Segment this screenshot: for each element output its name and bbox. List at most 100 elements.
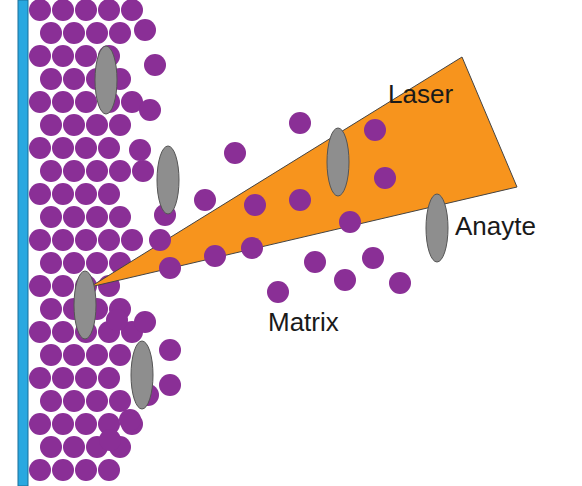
matrix-dot: [86, 252, 108, 274]
matrix-dot: [86, 22, 108, 44]
matrix-dot: [121, 0, 143, 21]
matrix-dot: [241, 237, 263, 259]
matrix-dot: [29, 321, 51, 343]
matrix-dot: [63, 390, 85, 412]
matrix-dot: [109, 160, 131, 182]
matrix-dot: [109, 22, 131, 44]
matrix-dot: [144, 54, 166, 76]
matrix-dot: [109, 206, 131, 228]
matrix-dot: [98, 459, 120, 481]
matrix-molecules: [29, 0, 154, 481]
desorbed-matrix: [99, 19, 411, 451]
analyte-molecule: [95, 46, 117, 114]
matrix-dot: [63, 436, 85, 458]
matrix-dot: [224, 142, 246, 164]
matrix-dot: [75, 183, 97, 205]
matrix-dot: [29, 275, 51, 297]
matrix-dot: [244, 194, 266, 216]
matrix-dot: [29, 0, 51, 21]
matrix-dot: [132, 160, 154, 182]
analyte-molecule: [327, 128, 349, 196]
matrix-dot: [52, 229, 74, 251]
matrix-dot: [334, 269, 356, 291]
matrix-dot: [98, 367, 120, 389]
matrix-dot: [29, 367, 51, 389]
analyte-molecule: [74, 271, 96, 339]
laser-beam: [90, 57, 517, 287]
matrix-dot: [86, 160, 108, 182]
matrix-dot: [304, 251, 326, 273]
matrix-dot: [86, 206, 108, 228]
matrix-dot: [159, 257, 181, 279]
matrix-dot: [40, 114, 62, 136]
matrix-dot: [52, 275, 74, 297]
laser-label: Laser: [388, 80, 453, 109]
matrix-dot: [98, 0, 120, 21]
matrix-dot: [98, 229, 120, 251]
matrix-dot: [75, 91, 97, 113]
matrix-dot: [159, 374, 181, 396]
matrix-dot: [98, 137, 120, 159]
matrix-dot: [40, 298, 62, 320]
matrix-dot: [75, 0, 97, 21]
matrix-dot: [204, 245, 226, 267]
matrix-dot: [29, 459, 51, 481]
matrix-dot: [289, 112, 311, 134]
matrix-dot: [29, 137, 51, 159]
matrix-dot: [29, 229, 51, 251]
matrix-dot: [289, 189, 311, 211]
matrix-dot: [40, 252, 62, 274]
matrix-dot: [29, 91, 51, 113]
sample-plate: [18, 0, 28, 486]
matrix-dot: [29, 413, 51, 435]
matrix-dot: [52, 45, 74, 67]
analyte-molecule: [131, 341, 153, 409]
matrix-dot: [134, 311, 156, 333]
matrix-dot: [75, 459, 97, 481]
matrix-dot: [63, 160, 85, 182]
matrix-dot: [52, 183, 74, 205]
matrix-dot: [52, 459, 74, 481]
analyte-label: Anayte: [455, 212, 536, 241]
matrix-dot: [194, 189, 216, 211]
matrix-dot: [86, 390, 108, 412]
matrix-dot: [389, 272, 411, 294]
matrix-dot: [99, 429, 121, 451]
matrix-dot: [109, 114, 131, 136]
matrix-dot: [40, 436, 62, 458]
matrix-dot: [86, 114, 108, 136]
matrix-dot: [40, 160, 62, 182]
matrix-dot: [159, 339, 181, 361]
matrix-dot: [63, 68, 85, 90]
matrix-dot: [109, 344, 131, 366]
matrix-dot: [86, 344, 108, 366]
matrix-dot: [52, 137, 74, 159]
matrix-dot: [52, 91, 74, 113]
matrix-dot: [52, 367, 74, 389]
matrix-dot: [106, 309, 128, 331]
matrix-dot: [364, 119, 386, 141]
matrix-dot: [98, 183, 120, 205]
matrix-dot: [52, 321, 74, 343]
matrix-dot: [75, 45, 97, 67]
matrix-dot: [40, 22, 62, 44]
matrix-dot: [52, 0, 74, 21]
matrix-dot: [362, 247, 384, 269]
matrix-dot: [267, 281, 289, 303]
matrix-dot: [52, 413, 74, 435]
matrix-dot: [40, 390, 62, 412]
matrix-dot: [121, 229, 143, 251]
matrix-dot: [63, 252, 85, 274]
matrix-dot: [339, 211, 361, 233]
matrix-dot: [63, 22, 85, 44]
matrix-dot: [63, 206, 85, 228]
matrix-dot: [75, 229, 97, 251]
matrix-dot: [40, 344, 62, 366]
matrix-dot: [29, 183, 51, 205]
analyte-molecule: [426, 194, 448, 262]
matrix-dot: [109, 390, 131, 412]
matrix-label: Matrix: [268, 308, 339, 337]
matrix-dot: [139, 99, 161, 121]
matrix-dot: [75, 413, 97, 435]
